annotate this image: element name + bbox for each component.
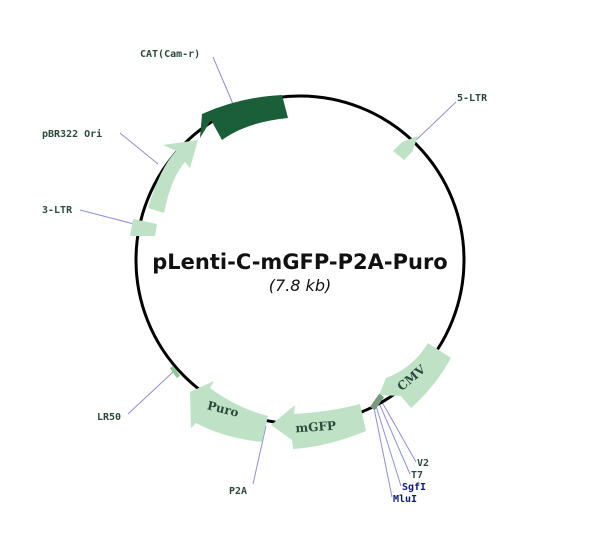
label-mlui: MluI bbox=[393, 494, 417, 505]
label-pbr322-ori: pBR322 Ori bbox=[42, 128, 102, 140]
label-v2: V2 bbox=[417, 458, 429, 469]
leader-sgfi bbox=[375, 405, 402, 487]
feature-label-mgfp: mGFP bbox=[295, 419, 336, 436]
feature-cmv bbox=[379, 343, 451, 408]
leader-lines bbox=[79, 56, 457, 498]
leader-pbr322-ori bbox=[119, 132, 159, 165]
leader-3-ltr bbox=[79, 209, 135, 225]
plasmid-size: (7.8 kb) bbox=[269, 276, 331, 295]
feature-cat-cam-r bbox=[200, 95, 288, 140]
leader-5-ltr bbox=[413, 101, 457, 143]
site-cluster-tick bbox=[369, 393, 385, 411]
feature-3-ltr bbox=[130, 219, 157, 236]
site-lr50-tick bbox=[169, 365, 181, 379]
leader-p2a bbox=[252, 425, 267, 485]
feature-pbr322-ori bbox=[148, 140, 198, 213]
label-3-ltr: 3-LTR bbox=[42, 205, 73, 216]
label-cat-cam-r: CAT(Cam-r) bbox=[140, 49, 200, 60]
label-5-ltr: 5-LTR bbox=[457, 93, 488, 104]
feature-puro bbox=[190, 381, 268, 442]
feature-mgfp bbox=[271, 404, 366, 449]
feature-5-ltr bbox=[393, 136, 418, 160]
label-lr50: LR50 bbox=[97, 412, 121, 423]
leader-mlui bbox=[373, 407, 393, 498]
leader-cat bbox=[212, 56, 234, 105]
label-p2a: P2A bbox=[229, 486, 247, 497]
label-t7: T7 bbox=[411, 470, 423, 481]
feature-arrows bbox=[130, 95, 451, 449]
label-sgfi: SgfI bbox=[402, 482, 426, 493]
leader-v2 bbox=[381, 401, 417, 463]
plasmid-name: pLenti-C-mGFP-P2A-Puro bbox=[152, 250, 447, 274]
leader-lr50 bbox=[127, 371, 174, 415]
leader-t7 bbox=[378, 402, 411, 475]
